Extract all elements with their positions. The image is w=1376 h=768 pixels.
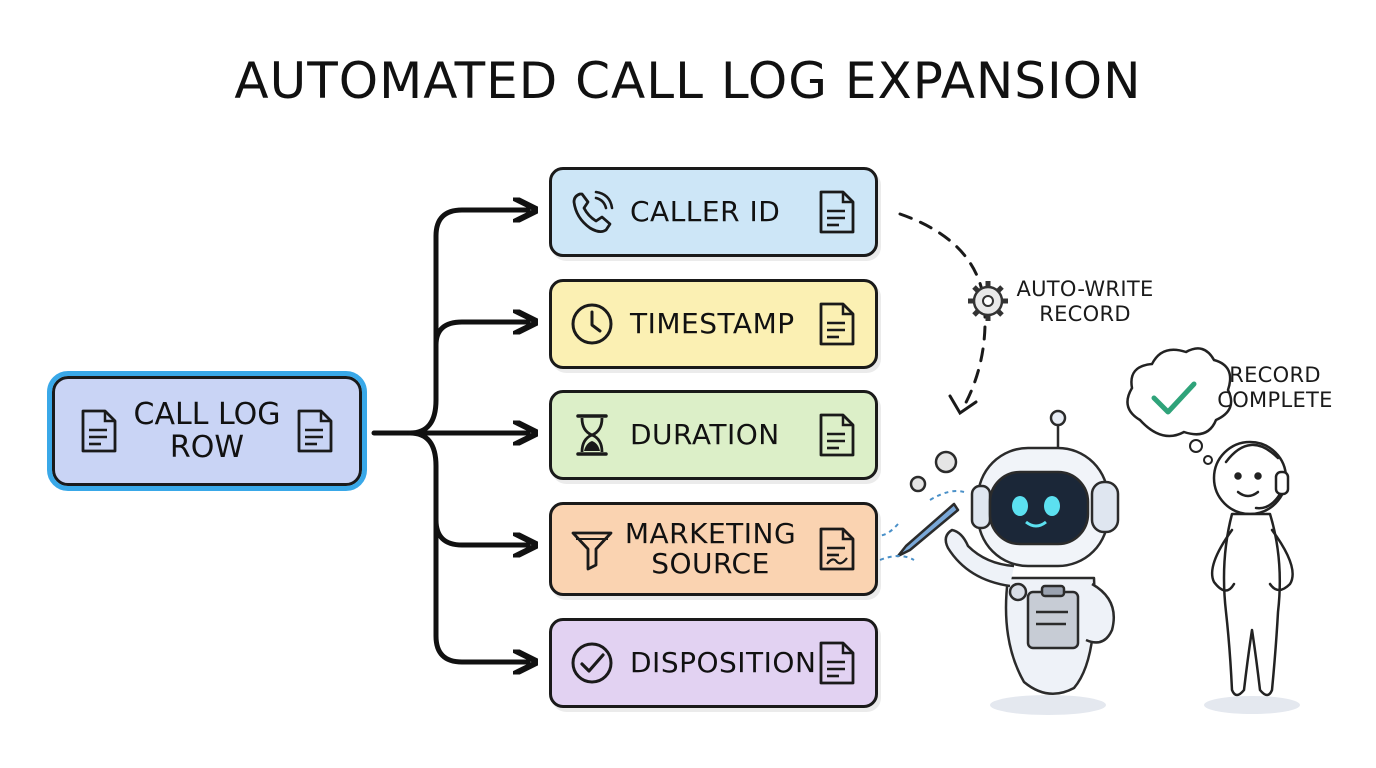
auto-write-dashed-arrow <box>898 212 987 416</box>
thought-bubble-icon <box>1126 347 1233 465</box>
field-label-timestamp: TIMESTAMP <box>630 306 795 340</box>
field-box-timestamp: TIMESTAMP <box>549 279 878 369</box>
robot-writer-icon <box>871 409 1120 715</box>
document-icon <box>819 527 855 571</box>
funnel-icon <box>571 531 613 571</box>
field-box-disposition: DISPOSITION <box>549 618 878 708</box>
clock-icon <box>571 303 613 345</box>
field-label-disposition: DISPOSITION <box>630 645 817 679</box>
phone-icon <box>572 190 614 233</box>
field-box-duration: DURATION <box>549 390 878 480</box>
field-label-caller-id: CALLER ID <box>630 194 781 228</box>
document-icon <box>819 302 855 346</box>
document-icon <box>81 409 117 453</box>
check-circle-icon <box>571 642 613 684</box>
hourglass-icon <box>576 414 608 456</box>
field-label-duration: DURATION <box>630 417 780 451</box>
document-icon <box>819 190 855 234</box>
agent-with-headset-icon <box>1204 440 1300 714</box>
field-box-caller-id: CALLER ID <box>549 167 878 257</box>
document-icon <box>819 413 855 457</box>
gear-icon <box>968 281 1008 321</box>
document-icon <box>819 641 855 685</box>
branch-connectors <box>371 210 528 662</box>
page-title: AUTOMATED CALL LOG EXPANSION <box>234 52 1142 110</box>
document-icon <box>297 409 333 453</box>
